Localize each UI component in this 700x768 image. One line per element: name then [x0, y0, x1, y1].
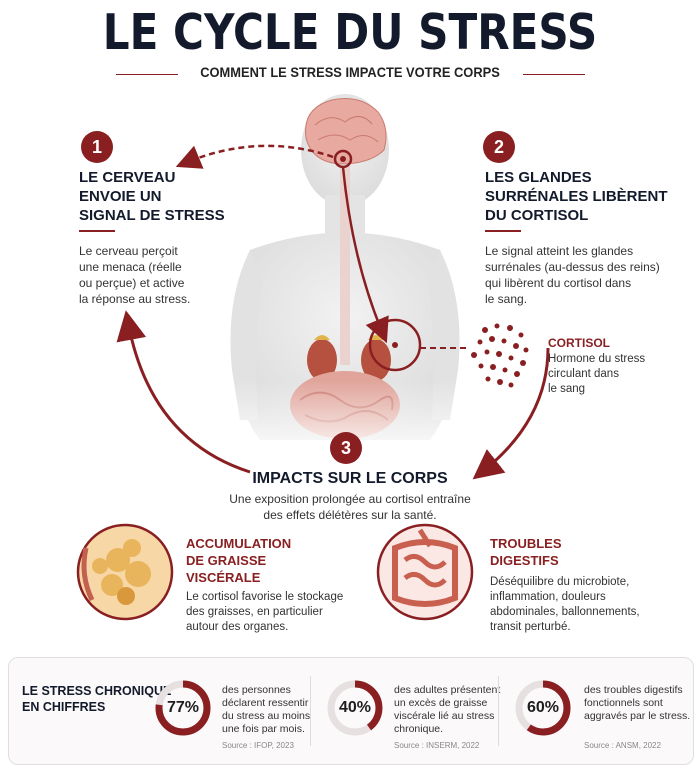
stat-divider-2 [498, 676, 499, 746]
stat-1-ring: 77% [153, 678, 213, 738]
stat-3-source: Source : ANSM, 2022 [584, 741, 661, 750]
step-1-text: Le cerveau perçoit une menaca (réelle ou… [79, 244, 191, 306]
step-3-number: 3 [330, 432, 362, 464]
digestive-image [376, 523, 474, 621]
stat-2-text: des adultes présentent un excès de grais… [394, 684, 501, 735]
effect-fat-title: ACCUMULATION DE GRAISSE VISCÉRALE [186, 536, 292, 585]
brain-to-adrenal-arrow [341, 166, 389, 344]
visceral-fat-image [76, 523, 174, 621]
page-title: LE CYCLE DU STRESS [102, 4, 598, 61]
step-3-text: Une exposition prolongée au cortisol ent… [229, 492, 471, 522]
stat-3-ring: 60% [513, 678, 573, 738]
cycle-arrow-right [472, 347, 550, 480]
stat-2-ring: 40% [325, 678, 385, 738]
ring-fill [327, 680, 383, 736]
stat-1-value: 77% [166, 699, 200, 716]
stat-1-progress-ring [155, 680, 211, 736]
effect-digestive-text: Déséquilibre du microbiote, inflammation… [490, 576, 640, 633]
stat-2-source: Source : INSERM, 2022 [394, 741, 480, 750]
stat-3-progress-ring [515, 680, 571, 736]
subtitle-divider-left [116, 74, 178, 75]
signal-arrow [175, 144, 334, 169]
stat-2-value: 40% [338, 699, 372, 716]
step-1-divider [79, 230, 115, 232]
page-subtitle: COMMENT LE STRESS IMPACTE VOTRE CORPS [200, 64, 500, 80]
step-1-number: 1 [81, 131, 113, 163]
stats-panel [8, 657, 694, 765]
subtitle-row: COMMENT LE STRESS IMPACTE VOTRE CORPS [0, 64, 700, 84]
ring-fill [515, 680, 571, 736]
stat-3-text: des troubles digestifs fonctionnels sont… [584, 684, 691, 722]
stat-1-text: des personnes déclarent ressentir du str… [222, 684, 311, 735]
cycle-arrow-left [116, 310, 251, 474]
step-2-divider [485, 230, 521, 232]
step-2-number: 2 [483, 131, 515, 163]
cortisol-title: CORTISOL [548, 336, 610, 350]
effect-fat-text: Le cortisol favorise le stockage des gra… [186, 591, 344, 633]
subtitle-divider-right [523, 74, 585, 75]
stat-divider-1 [310, 676, 311, 746]
adrenal-marker [368, 318, 422, 372]
ring-fill [155, 680, 211, 736]
stats-heading: LE STRESS CHRONIQUE EN CHIFFRES [22, 684, 172, 714]
step-2-text: Le signal atteint les glandes surrénales… [485, 244, 660, 306]
stat-2-progress-ring [327, 680, 383, 736]
cortisol-text: Hormone du stress circulant dans le sang [548, 353, 646, 395]
step-2-title: LES GLANDES SURRÉNALES LIBÈRENT DU CORTI… [485, 169, 668, 224]
human-figure [220, 94, 480, 460]
step-1-title: LE CERVEAU ENVOIE UN SIGNAL DE STRESS [79, 169, 225, 224]
effect-digestive-title: TROUBLES DIGESTIFS [490, 536, 562, 568]
stat-3-value: 60% [526, 699, 560, 716]
cortisol-molecules-icon [471, 323, 529, 388]
step-3-title: IMPACTS SUR LE CORPS [252, 470, 448, 487]
stat-1-source: Source : IFOP, 2023 [222, 741, 294, 750]
